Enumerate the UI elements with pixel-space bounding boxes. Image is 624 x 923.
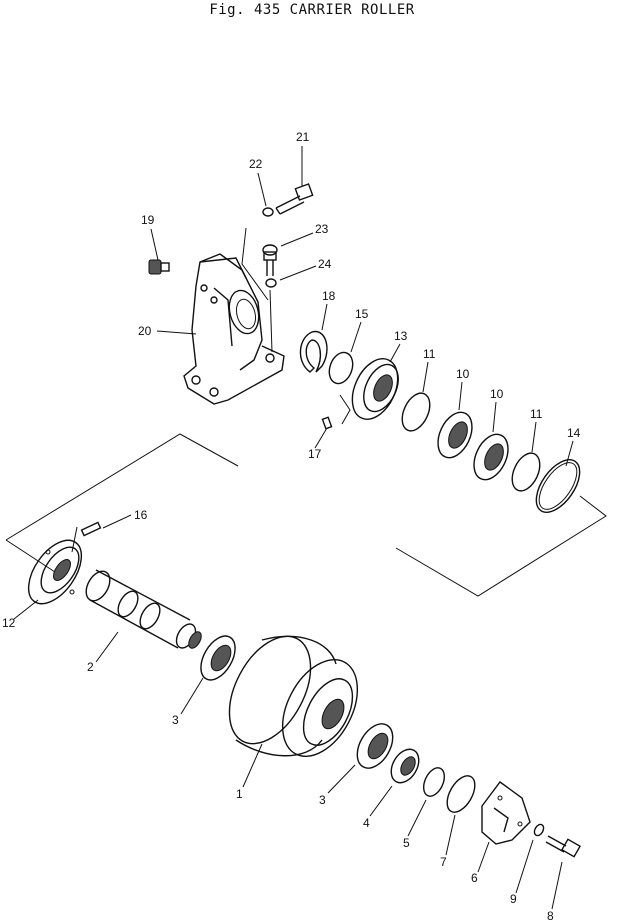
callout-11a: 11 — [423, 347, 436, 361]
leader-3a — [180, 677, 204, 715]
part-5-snap-ring — [422, 767, 446, 797]
guide-upper-left — [5, 433, 239, 541]
leader-5 — [407, 799, 427, 837]
assembly-guide-lines — [5, 227, 607, 597]
leader-24 — [279, 265, 317, 281]
part-19-plug — [148, 259, 170, 275]
part-15-o-ring — [328, 351, 354, 385]
leader-15 — [350, 321, 362, 353]
leader-13 — [389, 343, 401, 363]
callout-14: 14 — [567, 426, 581, 440]
callout-21: 21 — [296, 130, 310, 144]
leader-11b — [531, 421, 537, 453]
part-22-washer — [262, 207, 274, 217]
leader-19 — [150, 228, 159, 261]
callout-12: 12 — [2, 616, 16, 630]
callout-22: 22 — [249, 157, 263, 171]
callout-4: 4 — [363, 816, 370, 830]
leader-6 — [477, 841, 490, 873]
leader-7 — [445, 814, 456, 856]
callout-20: 20 — [138, 324, 152, 338]
leader-4 — [369, 785, 393, 817]
leader-2 — [95, 631, 119, 663]
part-23-bolt — [262, 244, 278, 276]
leader-16 — [102, 514, 132, 529]
callout-1: 1 — [236, 787, 243, 801]
leader-12 — [13, 599, 39, 620]
leader-11a — [422, 361, 429, 393]
leader-1 — [242, 743, 263, 788]
part-14-o-ring — [535, 459, 581, 513]
figure-title: Fig. 435 CARRIER ROLLER — [209, 2, 415, 18]
guide-24-bolt — [269, 289, 273, 353]
callout-8: 8 — [547, 909, 554, 923]
part-24-washer — [265, 278, 277, 288]
callout-2: 2 — [87, 660, 94, 674]
leader-8 — [551, 861, 563, 910]
callout-6: 6 — [471, 871, 478, 885]
callout-11b: 11 — [530, 407, 543, 421]
leader-lines — [13, 146, 574, 910]
callout-3b: 3 — [319, 793, 326, 807]
part-7-o-ring — [446, 775, 476, 813]
part-12-collar — [27, 539, 83, 605]
callout-13: 13 — [394, 329, 408, 343]
leader-23 — [280, 232, 314, 247]
part-13-floating-seal — [351, 358, 399, 420]
callout-3a: 3 — [172, 713, 179, 727]
part-8-bolt — [545, 835, 582, 858]
guide-22-bolt — [241, 227, 269, 301]
part-11-o-ring-a — [401, 392, 431, 432]
callout-labels: 21 22 19 23 24 18 15 13 20 11 10 10 11 1… — [2, 130, 581, 923]
callout-16: 16 — [134, 508, 148, 522]
leader-10a — [458, 381, 463, 411]
leader-20 — [156, 330, 197, 335]
callout-23: 23 — [315, 222, 329, 236]
callout-17: 17 — [308, 447, 322, 461]
callout-10b: 10 — [490, 387, 504, 401]
part-18-snap-ring — [299, 330, 328, 373]
part-11-o-ring-b — [511, 452, 541, 492]
guide-right — [395, 495, 607, 597]
part-10-seal-b — [473, 433, 509, 481]
callout-24: 24 — [318, 257, 332, 271]
callout-15: 15 — [355, 307, 369, 321]
callout-10a: 10 — [456, 367, 470, 381]
callout-19: 19 — [141, 213, 155, 227]
leader-14 — [565, 440, 574, 467]
part-4-nut — [390, 748, 420, 784]
guide-17 — [339, 394, 351, 425]
part-10-seal-a — [437, 411, 473, 459]
part-16-pin — [80, 521, 102, 537]
part-3-bearing-b — [356, 723, 394, 769]
leader-3b — [327, 764, 356, 794]
callout-7: 7 — [440, 855, 447, 869]
guide-12-left — [5, 539, 56, 573]
part-20-bracket — [183, 253, 285, 405]
part-1-roller — [228, 635, 359, 758]
callout-9: 9 — [510, 892, 517, 906]
part-21-bolt — [275, 183, 314, 215]
part-6-cover — [481, 781, 531, 845]
part-2-shaft — [85, 569, 202, 649]
callout-18: 18 — [322, 289, 336, 303]
leader-22 — [257, 172, 267, 207]
part-3-bearing-a — [200, 635, 236, 681]
callout-5: 5 — [403, 836, 410, 850]
leader-18 — [321, 303, 328, 331]
leader-9 — [515, 839, 534, 894]
leader-17 — [314, 427, 328, 449]
leader-10b — [492, 401, 497, 433]
part-17-pin — [321, 416, 333, 430]
part-9-washer — [533, 823, 545, 837]
